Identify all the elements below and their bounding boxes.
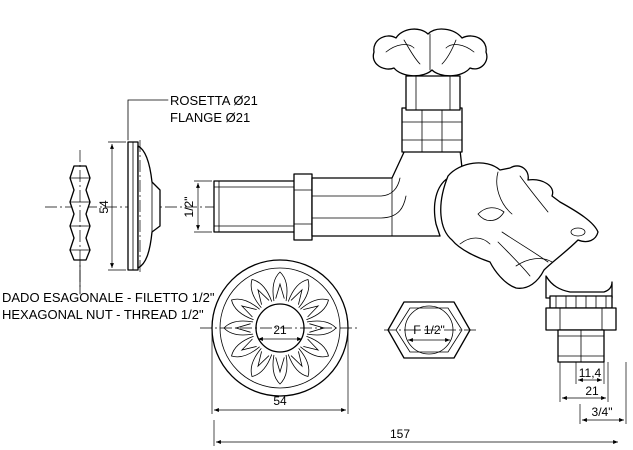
flange-height-label: 54 [97,200,111,214]
flange-height-dimension [108,141,126,271]
nut-label-it: DADO ESAGONALE - FILETTO 1/2" [2,290,215,305]
overall-length-label: 157 [390,427,410,441]
rosette-petal-inner [257,351,270,368]
hex-nut-side-view [69,150,91,295]
rosette-petal-inner [275,282,285,299]
tap-body [213,28,617,363]
rosette-petal-inner [240,305,257,318]
rosette-petal [231,298,260,321]
rosette-petal-inner [290,288,303,305]
rosette-petal-inner [303,338,320,351]
rosette-petal [250,348,273,377]
overall-length-dimension [213,420,618,446]
rosette-petal [287,279,310,308]
rosette-petal-inner [303,305,320,318]
rosette-petal [272,354,288,385]
flange-label: FLANGE Ø21 [170,110,250,125]
rosette-petal-inner [240,338,257,351]
rosette-petal-inner [275,357,285,374]
hex-nut-front-view [384,301,476,359]
rosette-petal-inner [257,288,270,305]
nut-thread-label: F 1/2" [413,323,445,337]
rosetta-leader [127,99,169,141]
rosette-petal [287,348,310,377]
inlet-thread-label: 1/2" [182,197,196,218]
outlet-thread-label: 3/4" [592,405,613,419]
rosette-petal-inner [290,351,303,368]
rosette-outer-dimension [211,330,349,414]
outlet-small-label: 11,4 [579,366,602,380]
rosetta-label: ROSETTA Ø21 [170,93,258,108]
nut-label-en: HEXAGONAL NUT - THREAD 1/2" [2,307,204,322]
outlet-mid-label: 21 [585,384,599,398]
rosette-petal [231,335,260,358]
rosette-petal [250,279,273,308]
rosette-petal [300,298,329,321]
rosette-outer-label: 54 [273,394,287,408]
rosette-petal [272,271,288,302]
rosette-petal [300,335,329,358]
inlet-thread-dimension [194,180,212,233]
flange-side-view [127,140,161,274]
rosette-inner-label: 21 [273,323,287,337]
rosette-front-view [200,259,360,397]
outlet-dimensions [559,362,627,424]
